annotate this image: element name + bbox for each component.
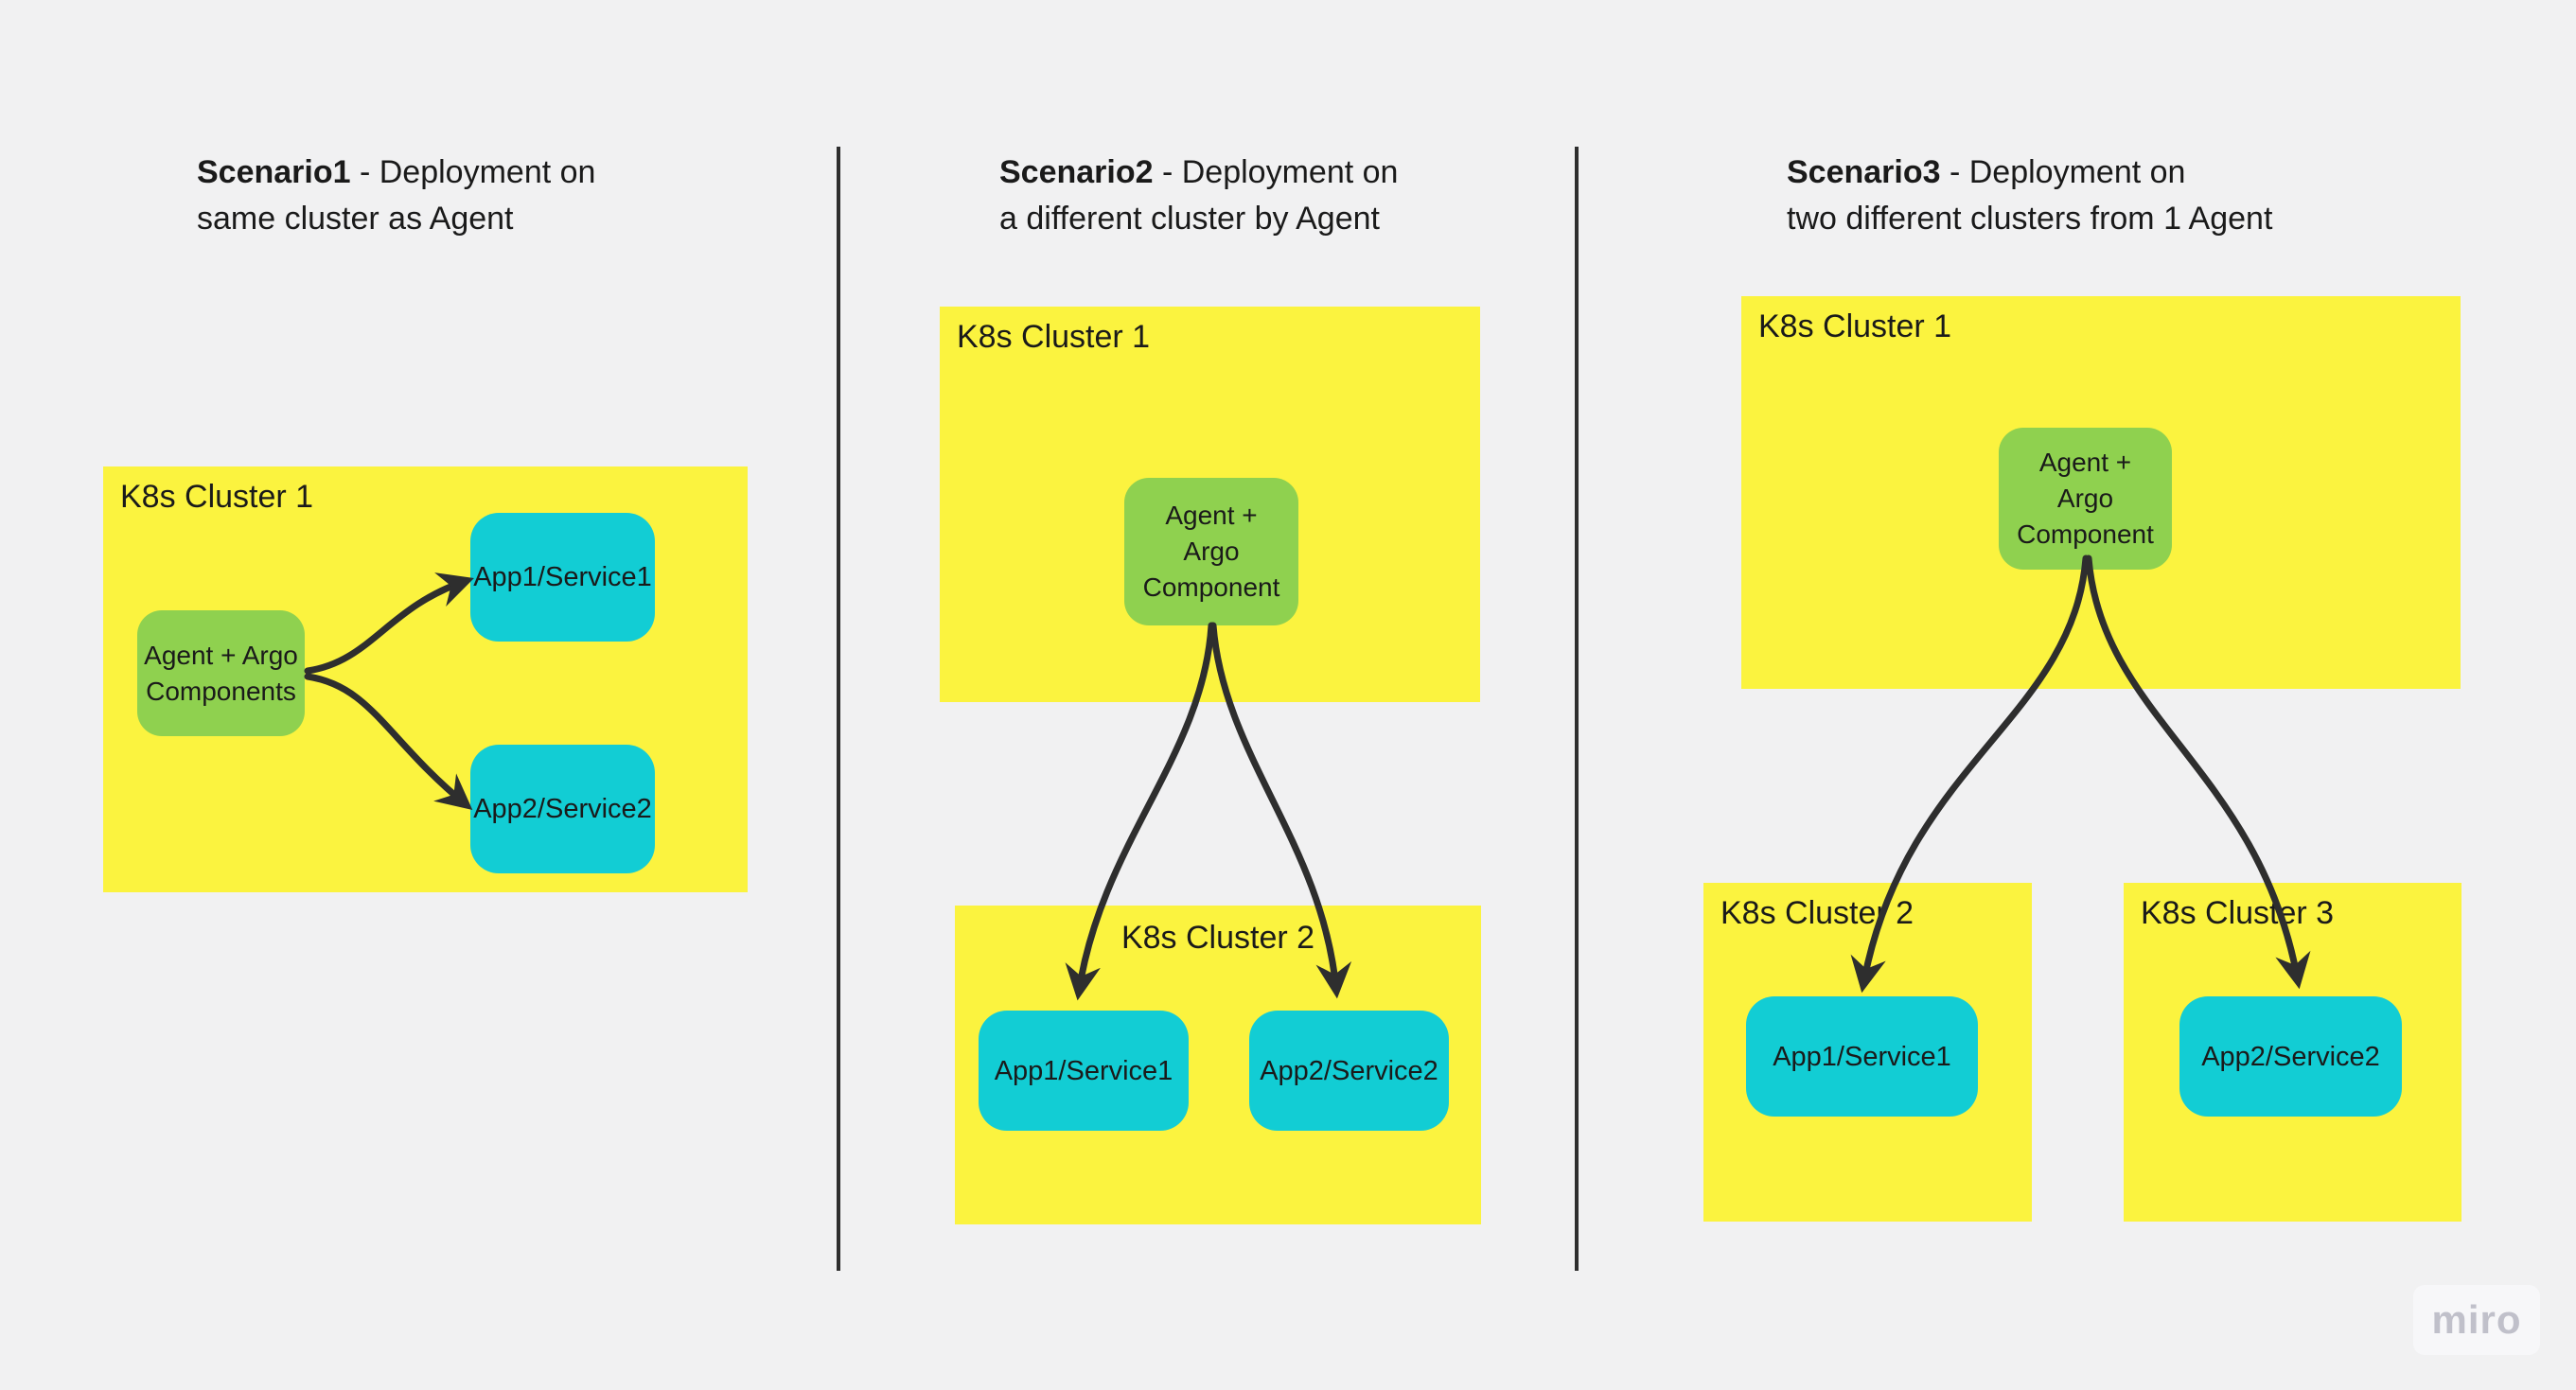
scenario2-title[interactable]: Scenario2 - Deployment on a different cl… [999,150,1398,242]
column-divider-line-2[interactable] [1575,147,1579,1271]
scenario2-agent-label-line1: Agent + [1165,501,1258,530]
scenario1-agent-shape[interactable]: Agent + Argo Components [137,610,305,736]
scenario2-agent-label-line2: Argo [1183,537,1240,566]
column-divider-line-1[interactable] [837,147,840,1271]
scenario1-app2-shape[interactable]: App2/Service2 [470,745,655,873]
scenario3-cluster3-label: K8s Cluster 3 [2141,895,2335,931]
scenario3-agent-label-line3: Component [2017,519,2154,549]
scenario1-agent-label-line1: Agent + Argo [144,640,298,670]
scenario2-arrow-agent-to-app1[interactable] [1065,622,1215,1001]
scenario1-app1-label: App1/Service1 [473,562,652,592]
scenario3-cluster1-label: K8s Cluster 1 [1758,308,1952,344]
scenario2-app2-shape[interactable]: App2/Service2 [1249,1011,1449,1131]
scenario1-agent-label-line2: Components [146,676,296,706]
scenario2-app1-shape[interactable]: App1/Service1 [979,1011,1189,1131]
scenario2-title-line1: Scenario2 - Deployment on [999,150,1398,196]
scenario1-app2-label: App2/Service2 [473,794,652,824]
miro-watermark[interactable]: miro [2413,1285,2540,1355]
scenario3-app1-shape[interactable]: App1/Service1 [1746,996,1978,1117]
scenario3-arrow-agent-to-app2[interactable] [2085,554,2311,990]
scenario3-app2-label: App2/Service2 [2201,1041,2380,1072]
scenario3-title-rest: - Deployment on [1940,154,2186,190]
scenario3-title-line1: Scenario3 - Deployment on [1787,150,2272,196]
scenario3-title-line2: two different clusters from 1 Agent [1787,201,2273,237]
scenario2-arrow-agent-to-app2[interactable] [1209,622,1352,999]
scenario1-title[interactable]: Scenario1 - Deployment on same cluster a… [197,150,595,242]
scenario2-app2-label: App2/Service2 [1260,1055,1438,1086]
scenario3-arrow-agent-to-app1[interactable] [1850,554,2090,994]
scenario3-app1-label: App1/Service1 [1773,1041,1951,1072]
scenario2-title-line2: a different cluster by Agent [999,201,1380,237]
scenario2-app1-label: App1/Service1 [994,1055,1173,1086]
scenario3-agent-label-line1: Agent + [2038,448,2132,477]
scenario2-agent-shape[interactable]: Agent + Argo Component [1124,478,1298,625]
scenario1-arrow-agent-to-app1[interactable] [304,572,474,675]
scenario3-title-bold: Scenario3 [1787,154,1941,190]
scenario3-agent-label-line2: Argo [2056,484,2114,513]
scenario3-agent-shape[interactable]: Agent + Argo Component [1999,428,2172,570]
miro-watermark-label: miro [2431,1297,2522,1342]
scenario1-title-line1: Scenario1 - Deployment on [197,150,595,196]
scenario3-title[interactable]: Scenario3 - Deployment on two different … [1787,150,2272,242]
scenario2-cluster1-label: K8s Cluster 1 [957,319,1151,355]
scenario2-agent-label-line3: Component [1142,572,1280,602]
scenario1-title-line2: same cluster as Agent [197,201,514,237]
scenario2-cluster2-label: K8s Cluster 2 [1120,920,1315,956]
scenario2-title-rest: - Deployment on [1153,154,1399,190]
scenario1-app1-shape[interactable]: App1/Service1 [470,513,655,642]
scenario1-title-bold: Scenario1 [197,154,351,190]
scenario1-arrow-agent-to-app2[interactable] [304,673,473,810]
scenario3-app2-shape[interactable]: App2/Service2 [2179,996,2402,1117]
scenario1-title-rest: - Deployment on [350,154,596,190]
scenario1-cluster1-label: K8s Cluster 1 [120,479,314,515]
scenario2-title-bold: Scenario2 [999,154,1154,190]
